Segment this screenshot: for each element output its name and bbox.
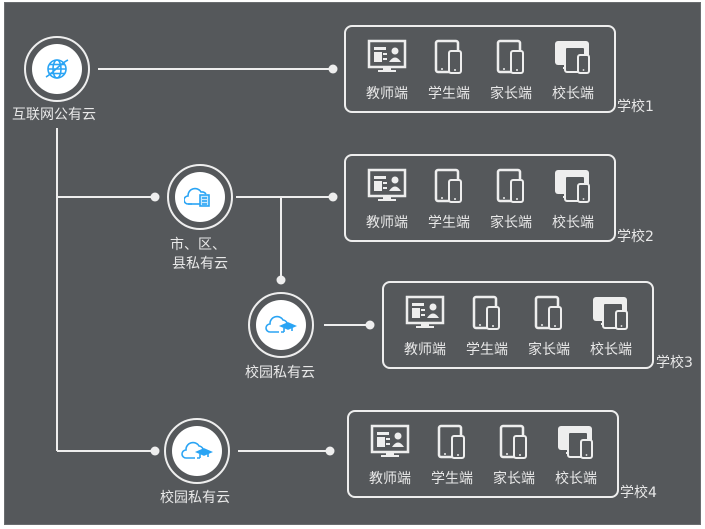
- device-label: 教师端: [366, 86, 408, 102]
- device-list: 教师端 学生端 家长端 校长端: [384, 283, 652, 367]
- device-item[interactable]: 教师端: [356, 156, 418, 240]
- connector-dot: [328, 64, 338, 74]
- device-label: 校长端: [552, 215, 594, 231]
- globe-icon: [45, 59, 69, 79]
- device-item[interactable]: 家长端: [518, 283, 580, 367]
- connector-dot: [150, 192, 160, 202]
- tablet-phone-icon: [494, 424, 534, 464]
- device-item[interactable]: 校长端: [545, 412, 607, 496]
- tablet-phone-icon: [529, 295, 569, 335]
- school-box-4[interactable]: 教师端 学生端 家长端 校长端: [347, 410, 619, 498]
- node-label-city-district-line1: 市、区、: [170, 237, 226, 253]
- teacher-monitor-icon: [370, 424, 410, 464]
- device-label: 学生端: [428, 215, 470, 231]
- device-item[interactable]: 校长端: [542, 156, 604, 240]
- teacher-monitor-icon: [367, 168, 407, 208]
- node-label-campus-private-cloud-a: 校园私有云: [245, 365, 315, 381]
- device-item[interactable]: 家长端: [480, 156, 542, 240]
- device-list: 教师端 学生端 家长端 校长端: [346, 27, 614, 111]
- device-label: 学生端: [431, 471, 473, 487]
- connector-dot: [325, 446, 335, 456]
- device-item[interactable]: 校长端: [542, 27, 604, 111]
- device-list: 教师端 学生端 家长端 校长端: [346, 156, 614, 240]
- tablet-phone-icon: [432, 424, 472, 464]
- node-label-campus-private-cloud-b: 校园私有云: [160, 490, 230, 506]
- cloud-graduation-cap-icon: [181, 441, 213, 459]
- multi-device-icon: [591, 295, 631, 335]
- tablet-phone-icon: [429, 39, 469, 79]
- device-item[interactable]: 教师端: [359, 412, 421, 496]
- school-name-2: 学校2: [617, 229, 654, 245]
- device-label: 家长端: [490, 86, 532, 102]
- school-box-1[interactable]: 教师端 学生端 家长端 校长端: [344, 25, 616, 113]
- tablet-phone-icon: [429, 168, 469, 208]
- device-label: 家长端: [490, 215, 532, 231]
- node-label-internet-public-cloud: 互联网公有云: [12, 107, 96, 123]
- device-item[interactable]: 校长端: [580, 283, 642, 367]
- node-campus-private-cloud-b[interactable]: [164, 418, 230, 484]
- connector-dot: [365, 320, 375, 330]
- cloud-building-icon: [184, 187, 210, 207]
- device-label: 校长端: [555, 471, 597, 487]
- device-item[interactable]: 学生端: [421, 412, 483, 496]
- device-item[interactable]: 教师端: [394, 283, 456, 367]
- connector-dot: [150, 446, 160, 456]
- device-label: 家长端: [528, 342, 570, 358]
- device-label: 教师端: [404, 342, 446, 358]
- node-label-city-district-line2: 县私有云: [172, 256, 228, 272]
- node-campus-private-cloud-a[interactable]: [248, 292, 314, 358]
- device-label: 学生端: [428, 86, 470, 102]
- school-name-1: 学校1: [617, 99, 654, 115]
- school-name-3: 学校3: [656, 355, 693, 371]
- device-list: 教师端 学生端 家长端 校长端: [349, 412, 617, 496]
- cloud-graduation-cap-icon: [265, 315, 297, 333]
- tablet-phone-icon: [491, 39, 531, 79]
- device-item[interactable]: 家长端: [483, 412, 545, 496]
- device-item[interactable]: 学生端: [418, 156, 480, 240]
- tablet-phone-icon: [491, 168, 531, 208]
- multi-device-icon: [553, 168, 593, 208]
- multi-device-icon: [553, 39, 593, 79]
- node-internet-public-cloud[interactable]: [24, 36, 90, 102]
- connector-dot: [276, 275, 286, 285]
- device-label: 教师端: [369, 471, 411, 487]
- device-item[interactable]: 学生端: [418, 27, 480, 111]
- device-item[interactable]: 学生端: [456, 283, 518, 367]
- multi-device-icon: [556, 424, 596, 464]
- school-box-3[interactable]: 教师端 学生端 家长端 校长端: [382, 281, 654, 369]
- device-label: 校长端: [590, 342, 632, 358]
- school-name-4: 学校4: [620, 485, 657, 501]
- device-label: 家长端: [493, 471, 535, 487]
- device-label: 校长端: [552, 86, 594, 102]
- device-label: 学生端: [466, 342, 508, 358]
- device-item[interactable]: 教师端: [356, 27, 418, 111]
- node-city-district-private-cloud[interactable]: [167, 164, 233, 230]
- device-label: 教师端: [366, 215, 408, 231]
- device-item[interactable]: 家长端: [480, 27, 542, 111]
- tablet-phone-icon: [467, 295, 507, 335]
- school-box-2[interactable]: 教师端 学生端 家长端 校长端: [344, 154, 616, 242]
- teacher-monitor-icon: [405, 295, 445, 335]
- teacher-monitor-icon: [367, 39, 407, 79]
- connector-dot: [328, 192, 338, 202]
